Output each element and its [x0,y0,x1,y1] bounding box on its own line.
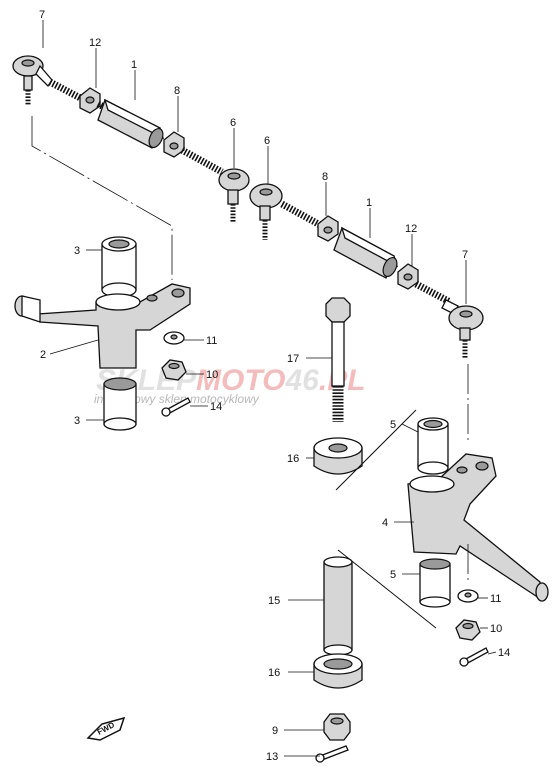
callout-5-lower: 5 [390,569,396,581]
right-knuckle-group [335,364,549,667]
washer-11-right [457,589,479,603]
nut-9 [323,713,351,741]
callout-14-right: 14 [498,647,510,659]
callout-1-left: 1 [131,59,137,71]
adjusting-sleeve-left [97,98,165,149]
lock-nut-8-left [163,131,185,158]
tie-rod-end-right [441,299,484,358]
callout-8-left: 8 [174,85,180,97]
callout-1-right: 1 [366,197,372,209]
steering-knuckle-left [14,283,191,369]
ball-joint-6-left [218,168,250,222]
lower-pivot-group [313,556,363,763]
bushing-5-lower [419,558,451,608]
callout-2: 2 [40,349,46,361]
callout-15: 15 [268,595,280,607]
spacer-16-upper [313,437,363,475]
callout-10-left: 10 [206,369,218,381]
pivot-pin-15 [323,556,353,656]
cotter-pin-14-left [161,397,191,417]
callout-3-lower: 3 [74,415,80,427]
callout-4: 4 [382,517,388,529]
leader-lines [42,20,497,757]
callout-12-left: 12 [89,37,101,49]
callout-3-upper: 3 [74,245,80,257]
callout-9: 9 [272,725,278,737]
callout-12-right: 12 [405,223,417,235]
callout-6-left: 6 [230,117,236,129]
nut-10-right [455,619,481,641]
bushing-3-upper [101,236,137,298]
tie-rod-assembly [12,55,484,358]
left-knuckle-group [14,116,191,431]
callout-16-lower: 16 [268,667,280,679]
spacer-16-lower [313,653,363,689]
bushing-3-lower [103,377,137,431]
cotter-pin-13 [315,745,349,763]
forward-direction-arrow: FWD [86,716,126,741]
callout-17: 17 [287,353,299,365]
lock-nut-8-right [317,215,339,242]
lock-nut-12-left [79,87,101,114]
lock-nut-12-right [397,263,419,290]
adjusting-sleeve-right [333,226,399,279]
callout-7-right: 7 [462,249,468,261]
callout-8-right: 8 [322,171,328,183]
watermark-brand-c: 46 [284,364,319,397]
nut-10-left [161,359,187,381]
pivot-bolt-17 [325,297,351,422]
part-callouts: 7 12 1 8 6 6 8 1 12 7 3 2 3 11 10 14 17 … [39,9,510,763]
callout-6-right: 6 [264,135,270,147]
bushing-5-upper [417,417,449,475]
callout-7-left: 7 [39,9,45,21]
callout-5-upper: 5 [390,419,396,431]
tie-rod-end-left [12,55,53,106]
callout-11-right: 11 [490,593,501,605]
center-pivot-group [313,297,363,475]
callout-10-right: 10 [490,623,502,635]
callout-11-left: 11 [206,335,217,347]
watermark-brand-b: MOTO [196,364,285,397]
callout-13: 13 [266,751,278,763]
ball-joint-6-right [249,183,283,240]
callout-16-upper: 16 [287,453,299,465]
callout-14-left: 14 [210,401,222,413]
cotter-pin-14-right [459,647,489,667]
steering-knuckle-right [407,453,549,602]
washer-11-left [163,331,185,345]
